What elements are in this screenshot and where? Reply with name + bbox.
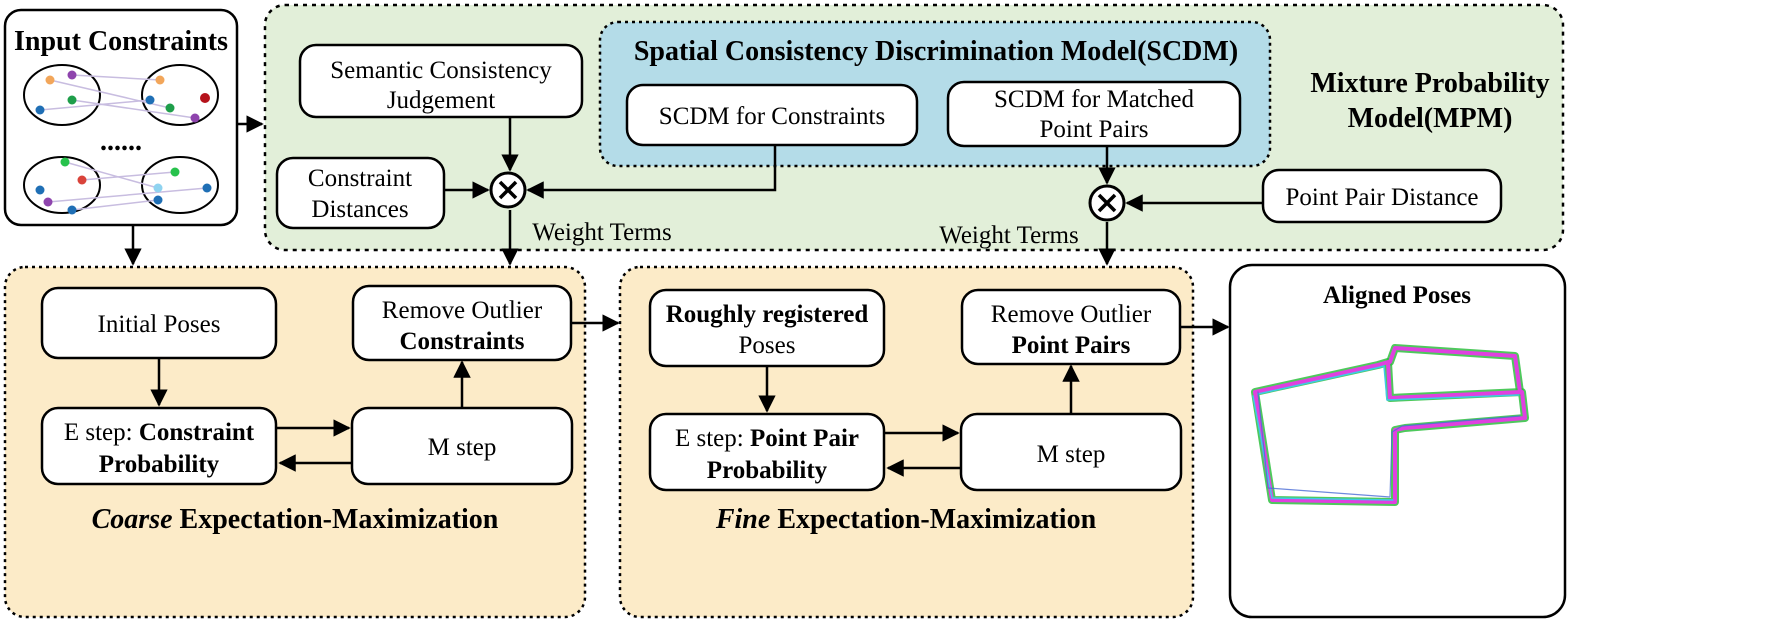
input-constraints-panel: Input Constraints ...... bbox=[3, 8, 239, 227]
circled-times-icon bbox=[489, 171, 527, 209]
scdm-panel: Spatial Consistency Discrimination Model… bbox=[598, 20, 1272, 168]
rough-line1: Roughly registered bbox=[666, 301, 869, 328]
coarse-remove-outlier-box: Remove Outlier Constraints bbox=[351, 284, 573, 362]
constraint-graph-icon bbox=[23, 64, 219, 126]
fine-estep-box: E step: Point Pair Probability bbox=[648, 412, 886, 492]
constraint-distances-box: Constraint Distances bbox=[275, 156, 446, 230]
coarse-estep-bold1: Constraint bbox=[139, 419, 255, 446]
fine-remove-line1: Remove Outlier bbox=[991, 301, 1152, 328]
fine-estep-line1: E step: Point Pair bbox=[675, 425, 859, 452]
semantic-line2: Judgement bbox=[387, 87, 495, 114]
fine-mstep-box: M step bbox=[959, 412, 1183, 492]
circled-times-icon bbox=[1088, 184, 1126, 222]
coarse-remove-line1: Remove Outlier bbox=[382, 297, 543, 324]
fine-remove-line2: Point Pairs bbox=[1012, 332, 1131, 359]
semantic-line1: Semantic Consistency bbox=[330, 57, 552, 84]
coarse-em-panel: Initial Poses Remove Outlier Constraints… bbox=[3, 265, 587, 619]
rough-line2: Poses bbox=[739, 332, 796, 359]
coarse-caption: Coarse Expectation-Maximization bbox=[92, 504, 499, 535]
scdm-matched-line1: SCDM for Matched bbox=[994, 86, 1194, 113]
aligned-poses-panel: Aligned Poses bbox=[1228, 263, 1567, 619]
initial-poses-label: Initial Poses bbox=[98, 311, 221, 338]
trajectory-icon bbox=[1251, 344, 1529, 506]
ellipsis-dots: ...... bbox=[100, 126, 142, 157]
fine-estep-bold1: Point Pair bbox=[750, 425, 859, 452]
roughly-registered-box: Roughly registered Poses bbox=[648, 288, 886, 368]
constraint-distances-line2: Distances bbox=[311, 196, 408, 223]
coarse-mstep-label: M step bbox=[428, 434, 497, 461]
aligned-poses-title: Aligned Poses bbox=[1323, 282, 1471, 309]
scdm-matched-box: SCDM for Matched Point Pairs bbox=[946, 80, 1242, 148]
fine-caption: Fine Expectation-Maximization bbox=[715, 504, 1097, 535]
fine-mstep-label: M step bbox=[1037, 441, 1106, 468]
constraint-distances-line1: Constraint bbox=[308, 165, 412, 192]
coarse-estep-line2: Probability bbox=[99, 451, 220, 478]
coarse-remove-line2: Constraints bbox=[399, 328, 524, 355]
scdm-title: Spatial Consistency Discrimination Model… bbox=[634, 36, 1238, 67]
weight-terms-left: Weight Terms bbox=[532, 219, 672, 246]
input-constraints-title: Input Constraints bbox=[14, 26, 228, 57]
initial-poses-box: Initial Poses bbox=[40, 286, 278, 360]
point-pair-distance-box: Point Pair Distance bbox=[1261, 168, 1503, 224]
fine-caption-italic: Fine bbox=[715, 504, 770, 535]
scdm-constraints-label: SCDM for Constraints bbox=[659, 103, 885, 130]
arrow-scdm-constraints-to-mult bbox=[526, 146, 777, 199]
semantic-consistency-box: Semantic Consistency Judgement bbox=[298, 43, 584, 119]
constraint-graph-icon bbox=[23, 156, 219, 215]
coarse-caption-rest: Expectation-Maximization bbox=[173, 504, 499, 535]
mpm-panel: Mixture Probability Model(MPM) Spatial C… bbox=[263, 3, 1565, 252]
mpm-title-line1: Mixture Probability bbox=[1310, 68, 1549, 99]
weight-terms-right: Weight Terms bbox=[939, 222, 1079, 249]
scdm-matched-line2: Point Pairs bbox=[1039, 116, 1148, 143]
fine-estep-line2: Probability bbox=[707, 457, 828, 484]
fine-estep-prefix: E step: bbox=[675, 425, 750, 452]
point-pair-distance-label: Point Pair Distance bbox=[1285, 184, 1478, 211]
coarse-mstep-box: M step bbox=[350, 406, 574, 486]
coarse-estep-box: E step: Constraint Probability bbox=[40, 406, 278, 486]
coarse-caption-italic: Coarse bbox=[92, 504, 173, 535]
coarse-estep-line1: E step: Constraint bbox=[64, 419, 255, 446]
fine-caption-rest: Expectation-Maximization bbox=[770, 504, 1096, 535]
coarse-estep-prefix: E step: bbox=[64, 419, 139, 446]
mpm-title-line2: Model(MPM) bbox=[1348, 103, 1513, 134]
scdm-constraints-box: SCDM for Constraints bbox=[625, 83, 919, 147]
fine-remove-outlier-box: Remove Outlier Point Pairs bbox=[960, 288, 1182, 366]
fine-em-panel: Roughly registered Poses Remove Outlier … bbox=[618, 265, 1195, 619]
